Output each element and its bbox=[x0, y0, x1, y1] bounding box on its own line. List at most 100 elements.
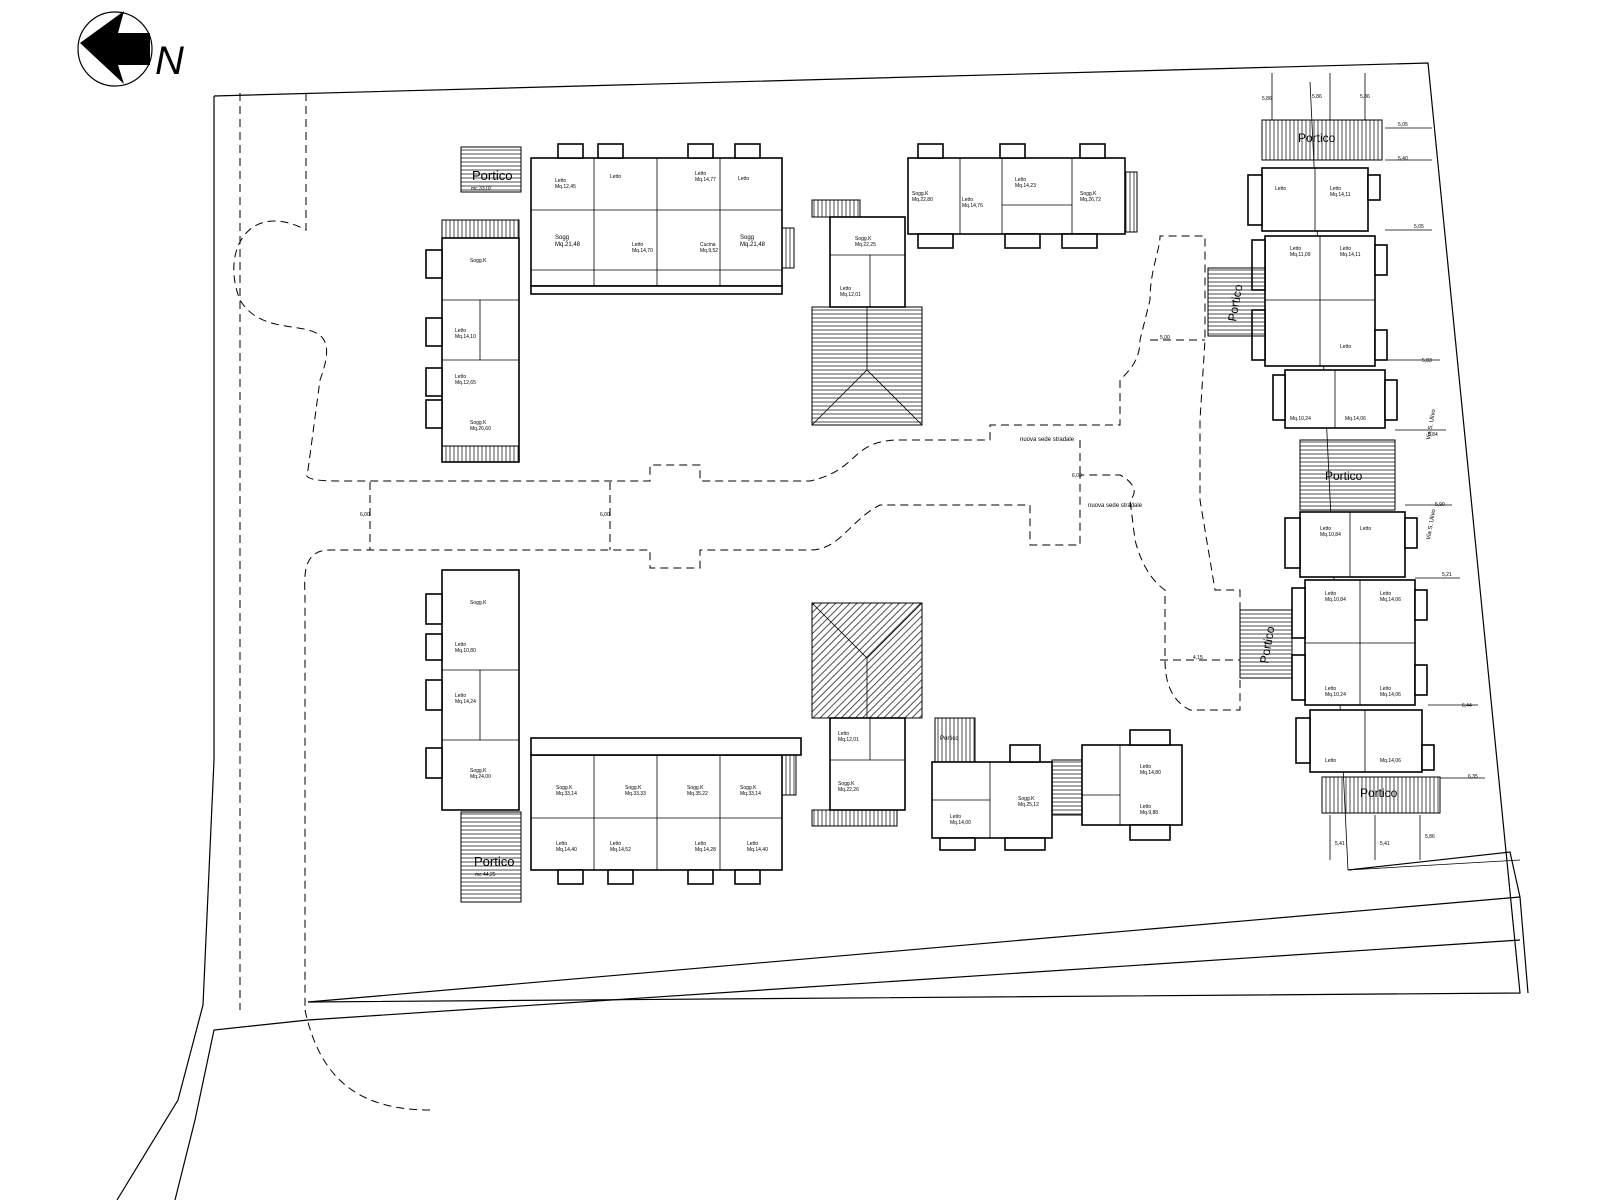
svg-text:Sogg.K: Sogg.K bbox=[470, 258, 487, 264]
svg-text:Letto: Letto bbox=[1320, 526, 1331, 532]
svg-text:Letto: Letto bbox=[1340, 344, 1351, 350]
svg-text:5,41: 5,41 bbox=[1380, 841, 1390, 847]
svg-text:Mq.33,14: Mq.33,14 bbox=[556, 791, 577, 797]
svg-text:Letto: Letto bbox=[838, 731, 849, 737]
svg-text:Mq.10,24: Mq.10,24 bbox=[1290, 416, 1311, 422]
dim-w3: 6,00 bbox=[1072, 473, 1082, 479]
svg-text:Letto: Letto bbox=[1325, 758, 1336, 764]
svg-text:Letto: Letto bbox=[1015, 177, 1026, 183]
svg-text:5,83: 5,83 bbox=[1422, 358, 1432, 364]
dim-w2: 6,00 bbox=[600, 512, 610, 518]
svg-text:5,90: 5,90 bbox=[1435, 502, 1445, 508]
svg-text:Mq.10,84: Mq.10,84 bbox=[1325, 597, 1346, 603]
svg-text:Mq.33,33: Mq.33,33 bbox=[625, 791, 646, 797]
svg-text:Mq.14,28: Mq.14,28 bbox=[695, 847, 716, 853]
svg-text:Mq.26,72: Mq.26,72 bbox=[1080, 197, 1101, 203]
building-s-center: Letto Mq.12,01 Sogg.K Mq.22,26 Portico S… bbox=[811, 602, 1183, 851]
svg-text:Portico: Portico bbox=[1225, 283, 1245, 323]
svg-text:Mq.10,80: Mq.10,80 bbox=[455, 648, 476, 654]
svg-text:Mq.25,12: Mq.25,12 bbox=[1018, 802, 1039, 808]
svg-text:Letto: Letto bbox=[1340, 246, 1351, 252]
svg-text:Portico: Portico bbox=[1360, 786, 1398, 800]
svg-text:Sogg.K: Sogg.K bbox=[1080, 191, 1097, 197]
svg-text:Sogg.K: Sogg.K bbox=[1018, 796, 1035, 802]
svg-text:Mq.14,11: Mq.14,11 bbox=[1330, 192, 1351, 198]
svg-text:Mq.14,06: Mq.14,06 bbox=[1380, 597, 1401, 603]
road-label-a: nuova sede stradale bbox=[1020, 437, 1075, 443]
svg-text:Letto: Letto bbox=[1140, 764, 1151, 770]
svg-text:Letto: Letto bbox=[747, 841, 758, 847]
svg-text:Mq.22,26: Mq.22,26 bbox=[838, 787, 859, 793]
svg-text:Mq.14,40: Mq.14,40 bbox=[556, 847, 577, 853]
svg-text:Letto: Letto bbox=[962, 197, 973, 203]
svg-text:Mq.10,84: Mq.10,84 bbox=[1320, 532, 1341, 538]
svg-text:Mq.22,25: Mq.22,25 bbox=[855, 242, 876, 248]
svg-text:Mq.14,10: Mq.14,10 bbox=[455, 334, 476, 340]
svg-text:Mq.21,48: Mq.21,48 bbox=[555, 242, 581, 248]
building-nw: Portico mc 33,02 Letto Mq.12,45 Letto Le… bbox=[425, 143, 795, 463]
svg-text:Sogg.K: Sogg.K bbox=[470, 600, 487, 606]
svg-text:Mq.14,23: Mq.14,23 bbox=[1015, 183, 1036, 189]
svg-text:Letto: Letto bbox=[1380, 591, 1391, 597]
svg-text:Sogg: Sogg bbox=[555, 235, 569, 241]
svg-text:Mq.26,60: Mq.26,60 bbox=[470, 426, 491, 432]
svg-text:Letto: Letto bbox=[610, 174, 621, 180]
svg-text:Mq.14,06: Mq.14,06 bbox=[1380, 692, 1401, 698]
svg-text:5,05: 5,05 bbox=[1398, 122, 1408, 128]
svg-text:Mq.14,40: Mq.14,40 bbox=[747, 847, 768, 853]
svg-text:Mq.12,01: Mq.12,01 bbox=[840, 292, 861, 298]
svg-text:Mq.14,80: Mq.14,80 bbox=[1140, 770, 1161, 776]
svg-text:Letto: Letto bbox=[455, 693, 466, 699]
svg-text:Mq.10,24: Mq.10,24 bbox=[1325, 692, 1346, 698]
svg-text:Portico: Portico bbox=[1257, 625, 1277, 665]
svg-text:Mq.14,77: Mq.14,77 bbox=[695, 177, 716, 183]
svg-text:Mq.33,14: Mq.33,14 bbox=[740, 791, 761, 797]
svg-text:Letto: Letto bbox=[610, 841, 621, 847]
svg-text:Sogg.K: Sogg.K bbox=[470, 768, 487, 774]
building-n-center: Sogg.K Mq.22,25 Letto Mq.12,01 Sogg.K Mq… bbox=[811, 143, 1138, 426]
svg-text:Letto: Letto bbox=[556, 841, 567, 847]
road-side-label-2: Via S. Ulivo bbox=[1426, 508, 1437, 540]
svg-text:Sogg.K: Sogg.K bbox=[838, 781, 855, 787]
svg-text:Letto: Letto bbox=[1330, 186, 1341, 192]
svg-text:Sogg.K: Sogg.K bbox=[855, 236, 872, 242]
svg-text:Portico: Portico bbox=[1298, 131, 1336, 145]
portico-nw bbox=[460, 146, 522, 193]
road-side-label: Via S. Ulivo bbox=[1426, 408, 1437, 440]
svg-text:Mq.14,76: Mq.14,76 bbox=[962, 203, 983, 209]
svg-text:Letto: Letto bbox=[632, 242, 643, 248]
svg-text:Letto: Letto bbox=[1140, 804, 1151, 810]
svg-text:5,86: 5,86 bbox=[1312, 94, 1322, 100]
svg-text:Mq.21,48: Mq.21,48 bbox=[740, 242, 766, 248]
svg-text:Sogg: Sogg bbox=[740, 235, 754, 241]
portico-sw-area: mc 44,25 bbox=[475, 872, 496, 878]
portico-sw-label: Portico bbox=[474, 854, 514, 869]
svg-text:Mq.22,80: Mq.22,80 bbox=[912, 197, 933, 203]
svg-text:Mq.14,24: Mq.14,24 bbox=[455, 699, 476, 705]
svg-text:Sogg.K: Sogg.K bbox=[470, 420, 487, 426]
svg-text:Mq.12,01: Mq.12,01 bbox=[838, 737, 859, 743]
svg-text:Sogg.K: Sogg.K bbox=[912, 191, 929, 197]
svg-text:Mq.12,65: Mq.12,65 bbox=[455, 380, 476, 386]
svg-text:Letto: Letto bbox=[840, 286, 851, 292]
svg-text:5,05: 5,05 bbox=[1414, 224, 1424, 230]
svg-text:Letto: Letto bbox=[695, 171, 706, 177]
svg-text:Mq.14,52: Mq.14,52 bbox=[610, 847, 631, 853]
portico-nw-area: mc 33,02 bbox=[471, 186, 492, 192]
dim-w1: 6,00 bbox=[360, 512, 370, 518]
dim-w5: 4,15 bbox=[1193, 655, 1203, 661]
svg-text:Sogg.K: Sogg.K bbox=[687, 785, 704, 791]
svg-text:Letto: Letto bbox=[555, 178, 566, 184]
svg-text:5,41: 5,41 bbox=[1335, 841, 1345, 847]
svg-text:Letto: Letto bbox=[455, 642, 466, 648]
svg-text:5,86: 5,86 bbox=[1360, 94, 1370, 100]
svg-text:Portico: Portico bbox=[1325, 469, 1363, 483]
svg-text:Letto: Letto bbox=[1380, 686, 1391, 692]
svg-text:Letto: Letto bbox=[1290, 246, 1301, 252]
svg-text:5,84: 5,84 bbox=[1428, 432, 1438, 438]
svg-text:Letto: Letto bbox=[695, 841, 706, 847]
svg-text:Mq.9,88: Mq.9,88 bbox=[1140, 810, 1158, 816]
svg-text:Sogg.K: Sogg.K bbox=[740, 785, 757, 791]
svg-text:Sogg.K: Sogg.K bbox=[625, 785, 642, 791]
